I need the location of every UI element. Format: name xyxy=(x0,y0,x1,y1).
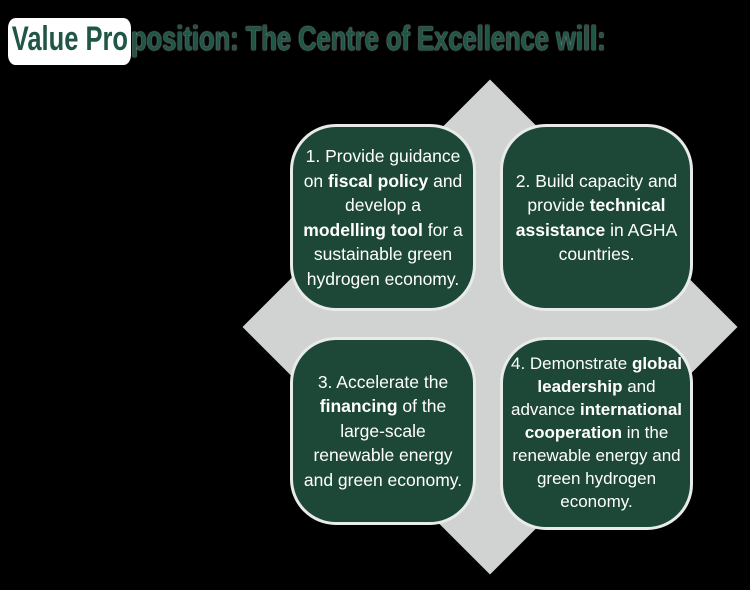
quadrant-1-text: 1. Provide guidance on fiscal policy and… xyxy=(293,138,473,297)
quadrant-1-card: 1. Provide guidance on fiscal policy and… xyxy=(290,124,476,311)
quadrant-1-seg-4: for a sustainable green hydrogen economy… xyxy=(306,219,463,289)
quadrant-1-seg-0: 1. Provide guidance on xyxy=(303,146,461,191)
quadrant-4-card: 4. Demonstrate global leadership and adv… xyxy=(500,337,693,530)
title-highlighted-text: Value Pro xyxy=(8,18,131,65)
quadrant-3-seg-2: of the large-scale renewable energy and … xyxy=(303,396,463,490)
quadrant-3-seg-1: financing xyxy=(319,396,398,417)
quadrant-1-seg-3: modelling tool xyxy=(303,219,423,240)
quadrant-3-card: 3. Accelerate the financing of the large… xyxy=(290,337,476,525)
quadrant-4-seg-4: in the renewable energy and green hydrog… xyxy=(512,423,681,511)
quadrant-2-text: 2. Build capacity and provide technical … xyxy=(503,163,690,273)
quadrant-3-text: 3. Accelerate the financing of the large… xyxy=(293,364,473,499)
quadrant-2-seg-2: in AGHA countries. xyxy=(558,219,678,265)
quadrant-4-seg-0: 4. Demonstrate xyxy=(510,354,632,374)
quadrant-4-text: 4. Demonstrate global leadership and adv… xyxy=(503,347,690,520)
quadrant-1-seg-1: fiscal policy xyxy=(328,170,429,191)
page-title: Value Proposition: The Centre of Excelle… xyxy=(8,18,606,65)
quadrant-4-seg-2: and advance xyxy=(510,377,656,420)
quadrant-2-card: 2. Build capacity and provide technical … xyxy=(500,124,693,311)
quadrant-2-seg-0: 2. Build capacity and provide xyxy=(515,170,678,216)
quadrant-3-seg-0: 3. Accelerate the xyxy=(317,371,449,392)
quadrant-1-seg-2: and develop a xyxy=(345,170,463,216)
title-plain-text: position: The Centre of Excellence will: xyxy=(130,20,606,58)
quadrant-4-seg-1: global leadership xyxy=(537,354,682,397)
quadrant-4-seg-3: international cooperation xyxy=(524,400,682,443)
quadrant-2-seg-1: technical assistance xyxy=(515,195,666,240)
